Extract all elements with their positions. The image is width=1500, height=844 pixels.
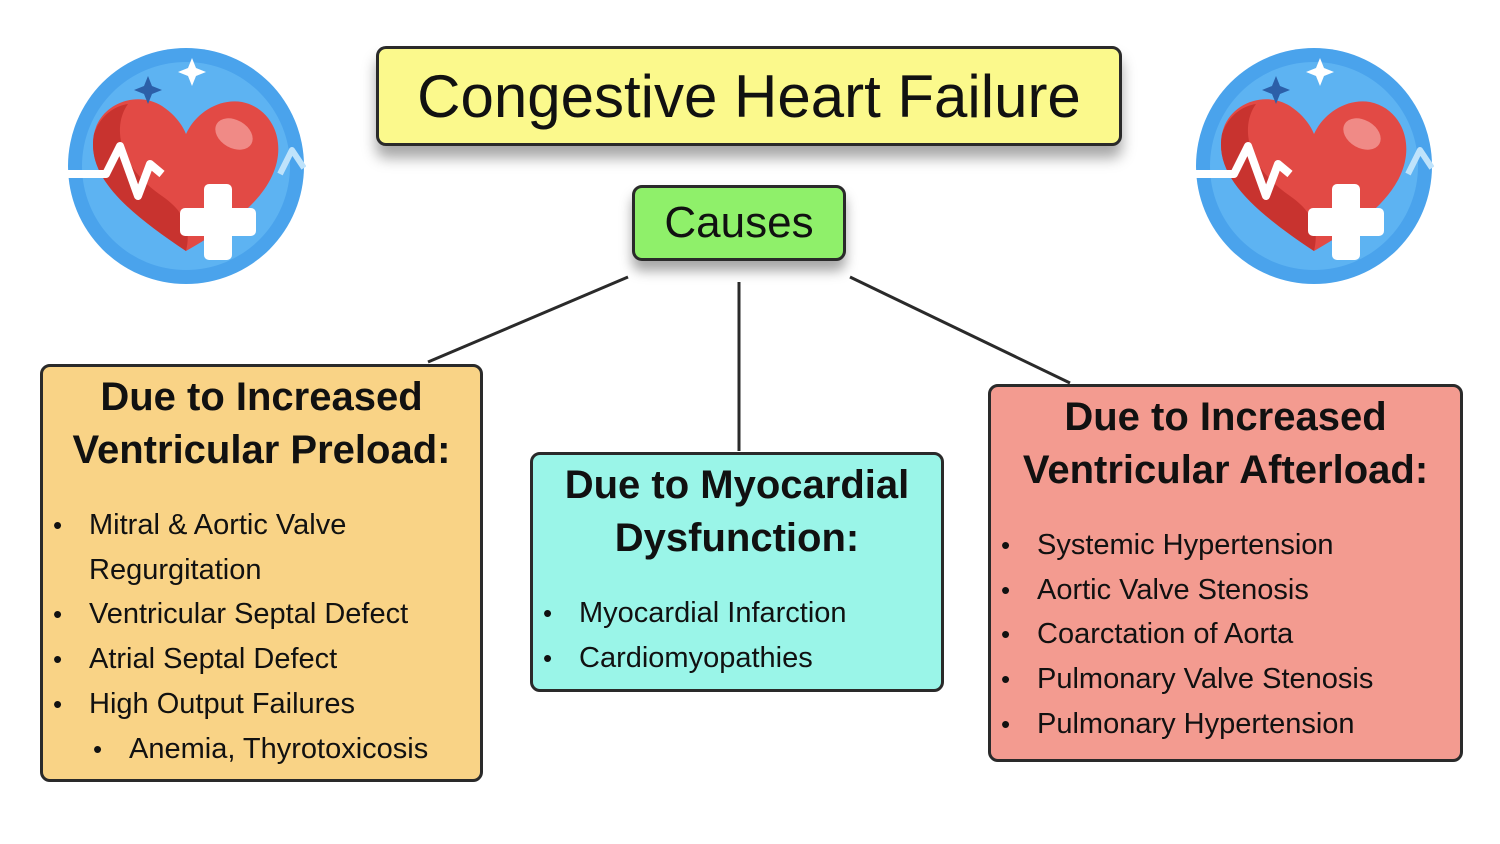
myocardial-heading: Due to Myocardial Dysfunction: <box>533 459 941 565</box>
list-item: High Output Failures <box>43 682 480 727</box>
preload-heading-line1: Due to Increased <box>100 375 423 419</box>
afterload-list: Systemic Hypertension Aortic Valve Steno… <box>991 523 1460 747</box>
list-item: Pulmonary Valve Stenosis <box>991 657 1460 702</box>
page-title: Congestive Heart Failure <box>417 62 1081 130</box>
myocardial-card: Due to Myocardial Dysfunction: Myocardia… <box>530 452 944 692</box>
list-item: Systemic Hypertension <box>991 523 1460 568</box>
list-item: Coarctation of Aorta <box>991 612 1460 657</box>
afterload-card: Due to Increased Ventricular Afterload: … <box>988 384 1463 762</box>
list-item: Cardiomyopathies <box>533 636 941 681</box>
list-item: Myocardial Infarction <box>533 591 941 636</box>
list-item: Aortic Valve Stenosis <box>991 568 1460 613</box>
preload-list: Mitral & Aortic Valve Regurgitation Vent… <box>43 503 480 771</box>
list-item-continuation: Regurgitation <box>89 553 262 586</box>
heart-medical-icon <box>68 48 306 284</box>
myocardial-heading-line2: Dysfunction: <box>614 516 860 560</box>
connector-preload <box>427 275 629 364</box>
list-item: Atrial Septal Defect <box>43 637 480 682</box>
heart-medical-icon <box>1196 48 1434 284</box>
list-item: Pulmonary Hypertension <box>991 702 1460 747</box>
preload-card: Due to Increased Ventricular Preload: Mi… <box>40 364 483 782</box>
causes-box: Causes <box>632 185 846 261</box>
causes-label: Causes <box>664 198 814 247</box>
preload-heading-line2: Ventricular Preload: <box>72 428 451 472</box>
myocardial-heading-line1: Due to Myocardial <box>564 463 910 507</box>
list-item: Mitral & Aortic Valve <box>43 503 480 548</box>
sub-list-item: Anemia, Thyrotoxicosis <box>43 727 480 772</box>
afterload-heading: Due to Increased Ventricular Afterload: <box>991 391 1460 497</box>
myocardial-list: Myocardial Infarction Cardiomyopathies <box>533 591 941 680</box>
preload-heading: Due to Increased Ventricular Preload: <box>43 371 480 477</box>
title-box: Congestive Heart Failure <box>376 46 1122 146</box>
list-item: Ventricular Septal Defect <box>43 592 480 637</box>
afterload-heading-line2: Ventricular Afterload: <box>1022 448 1429 492</box>
connector-afterload <box>849 275 1071 385</box>
afterload-heading-line1: Due to Increased <box>1064 395 1387 439</box>
